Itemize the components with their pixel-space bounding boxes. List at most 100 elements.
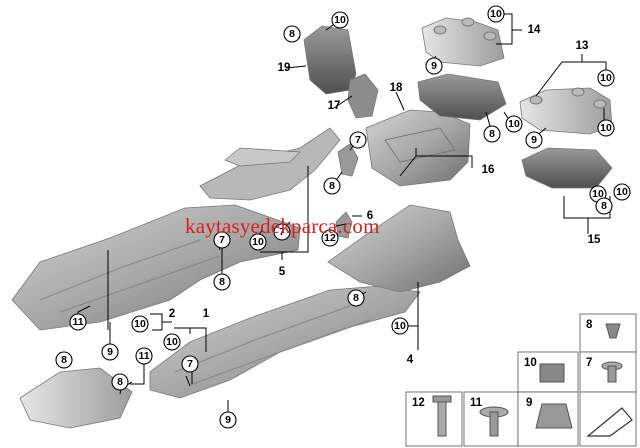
- callout-10h: 10: [391, 317, 409, 335]
- callout-7a: 7: [349, 131, 367, 149]
- callout-8a: 8: [283, 25, 301, 43]
- callout-8d: 8: [595, 197, 613, 215]
- callout-7b: 7: [273, 223, 291, 241]
- callout-10c: 10: [597, 69, 615, 87]
- group-label-2: 2: [169, 308, 175, 320]
- small-bracket: [335, 211, 353, 239]
- svg-text:8: 8: [61, 354, 67, 366]
- right-tray-lower: [521, 147, 613, 189]
- bolt-head-icon: [432, 395, 452, 403]
- svg-text:8: 8: [117, 376, 123, 388]
- arrow-icon: [586, 407, 633, 437]
- legend-label-11: 11: [470, 397, 483, 409]
- push-rivet-stem-icon: [607, 365, 617, 383]
- legend-label-12: 12: [412, 397, 425, 409]
- svg-text:10: 10: [134, 318, 146, 330]
- svg-text:9: 9: [225, 414, 231, 426]
- group-label-15: 15: [588, 234, 601, 246]
- svg-text:7: 7: [355, 134, 361, 146]
- group-label-6: 6: [367, 210, 373, 222]
- right-cover-boss-2: [571, 87, 585, 97]
- callout-7d: 7: [213, 231, 231, 249]
- cross-brace-arm: [224, 147, 301, 167]
- callout-8b: 8: [483, 125, 501, 143]
- svg-text:10: 10: [600, 72, 612, 84]
- group-label-1: 1: [203, 308, 210, 320]
- callout-11a: 11: [69, 313, 87, 331]
- svg-text:10: 10: [394, 320, 406, 332]
- bolt-icon: [437, 399, 447, 437]
- svg-text:8: 8: [329, 180, 335, 192]
- center-tunnel-shield-rib: [174, 305, 371, 386]
- svg-text:10: 10: [166, 336, 178, 348]
- callout-10g: 10: [613, 183, 631, 201]
- callout-8h: 8: [111, 373, 129, 391]
- legend-label-7: 7: [586, 357, 592, 369]
- callout-12: 12: [321, 229, 339, 247]
- top-cover-boss-2: [461, 17, 475, 27]
- side-duct: [303, 25, 357, 95]
- right-cover-boss-3: [593, 99, 607, 109]
- callout-10d: 10: [505, 115, 523, 133]
- callout-10j: 10: [163, 333, 181, 351]
- group-label-18: 18: [390, 82, 403, 94]
- svg-text:10: 10: [508, 118, 520, 130]
- svg-text:7: 7: [279, 226, 285, 238]
- group-label-13: 13: [576, 40, 589, 52]
- callout-9d: 9: [219, 411, 237, 429]
- callout-8c: 8: [323, 177, 341, 195]
- svg-text:10: 10: [616, 186, 628, 198]
- front-lower-plate: [19, 367, 133, 429]
- svg-text:12: 12: [324, 232, 336, 244]
- group-label-19: 19: [278, 62, 291, 74]
- svg-text:11: 11: [138, 350, 149, 362]
- svg-text:10: 10: [334, 14, 346, 26]
- underbody-shield-left-rib: [39, 239, 221, 313]
- gearbox-shield: [365, 109, 471, 187]
- group-label-4: 4: [407, 354, 414, 366]
- nut-clip-icon: [539, 363, 565, 383]
- legend-label-10: 10: [524, 357, 537, 369]
- side-bracket: [347, 73, 379, 119]
- callout-9a: 9: [425, 57, 443, 75]
- svg-text:9: 9: [107, 346, 113, 358]
- watermark-text: kaytasyedekparca.com: [185, 214, 380, 238]
- group-label-14: 14: [528, 24, 541, 36]
- svg-text:8: 8: [353, 292, 359, 304]
- svg-text:9: 9: [531, 134, 537, 146]
- callout-9b: 9: [525, 131, 543, 149]
- svg-text:9: 9: [431, 60, 437, 72]
- legend-label-8: 8: [586, 319, 593, 331]
- fastener-legend: 8 7 10 12 11 9: [405, 313, 637, 447]
- svg-text:8: 8: [601, 200, 607, 212]
- group-label-17: 17: [328, 100, 341, 112]
- svg-text:7: 7: [187, 358, 193, 370]
- svg-text:10: 10: [490, 8, 502, 20]
- top-cover-boss-1: [433, 25, 447, 35]
- mount-bracket: [337, 143, 359, 177]
- svg-text:10: 10: [600, 122, 612, 134]
- svg-text:10: 10: [592, 188, 604, 200]
- callout-10b: 10: [487, 5, 505, 23]
- svg-text:8: 8: [489, 128, 495, 140]
- right-cover-boss-1: [529, 95, 543, 105]
- legend-label-9: 9: [526, 397, 532, 409]
- callout-10k: 10: [597, 119, 615, 137]
- svg-text:11: 11: [72, 316, 83, 328]
- callout-10i: 10: [131, 315, 149, 333]
- callout-10a: 10: [331, 11, 349, 29]
- svg-text:7: 7: [219, 234, 225, 246]
- svg-text:10: 10: [252, 236, 264, 248]
- callout-8e: 8: [347, 289, 365, 307]
- group-label-16: 16: [482, 164, 495, 176]
- top-tray-lower: [417, 73, 507, 121]
- screw-icon: [489, 411, 499, 437]
- svg-text:8: 8: [289, 28, 295, 40]
- group-label-5: 5: [279, 266, 286, 278]
- rear-right-shield: [327, 204, 471, 293]
- gearbox-shield-detail: [384, 127, 456, 163]
- callout-9c: 9: [101, 343, 119, 361]
- callout-11b: 11: [135, 347, 153, 365]
